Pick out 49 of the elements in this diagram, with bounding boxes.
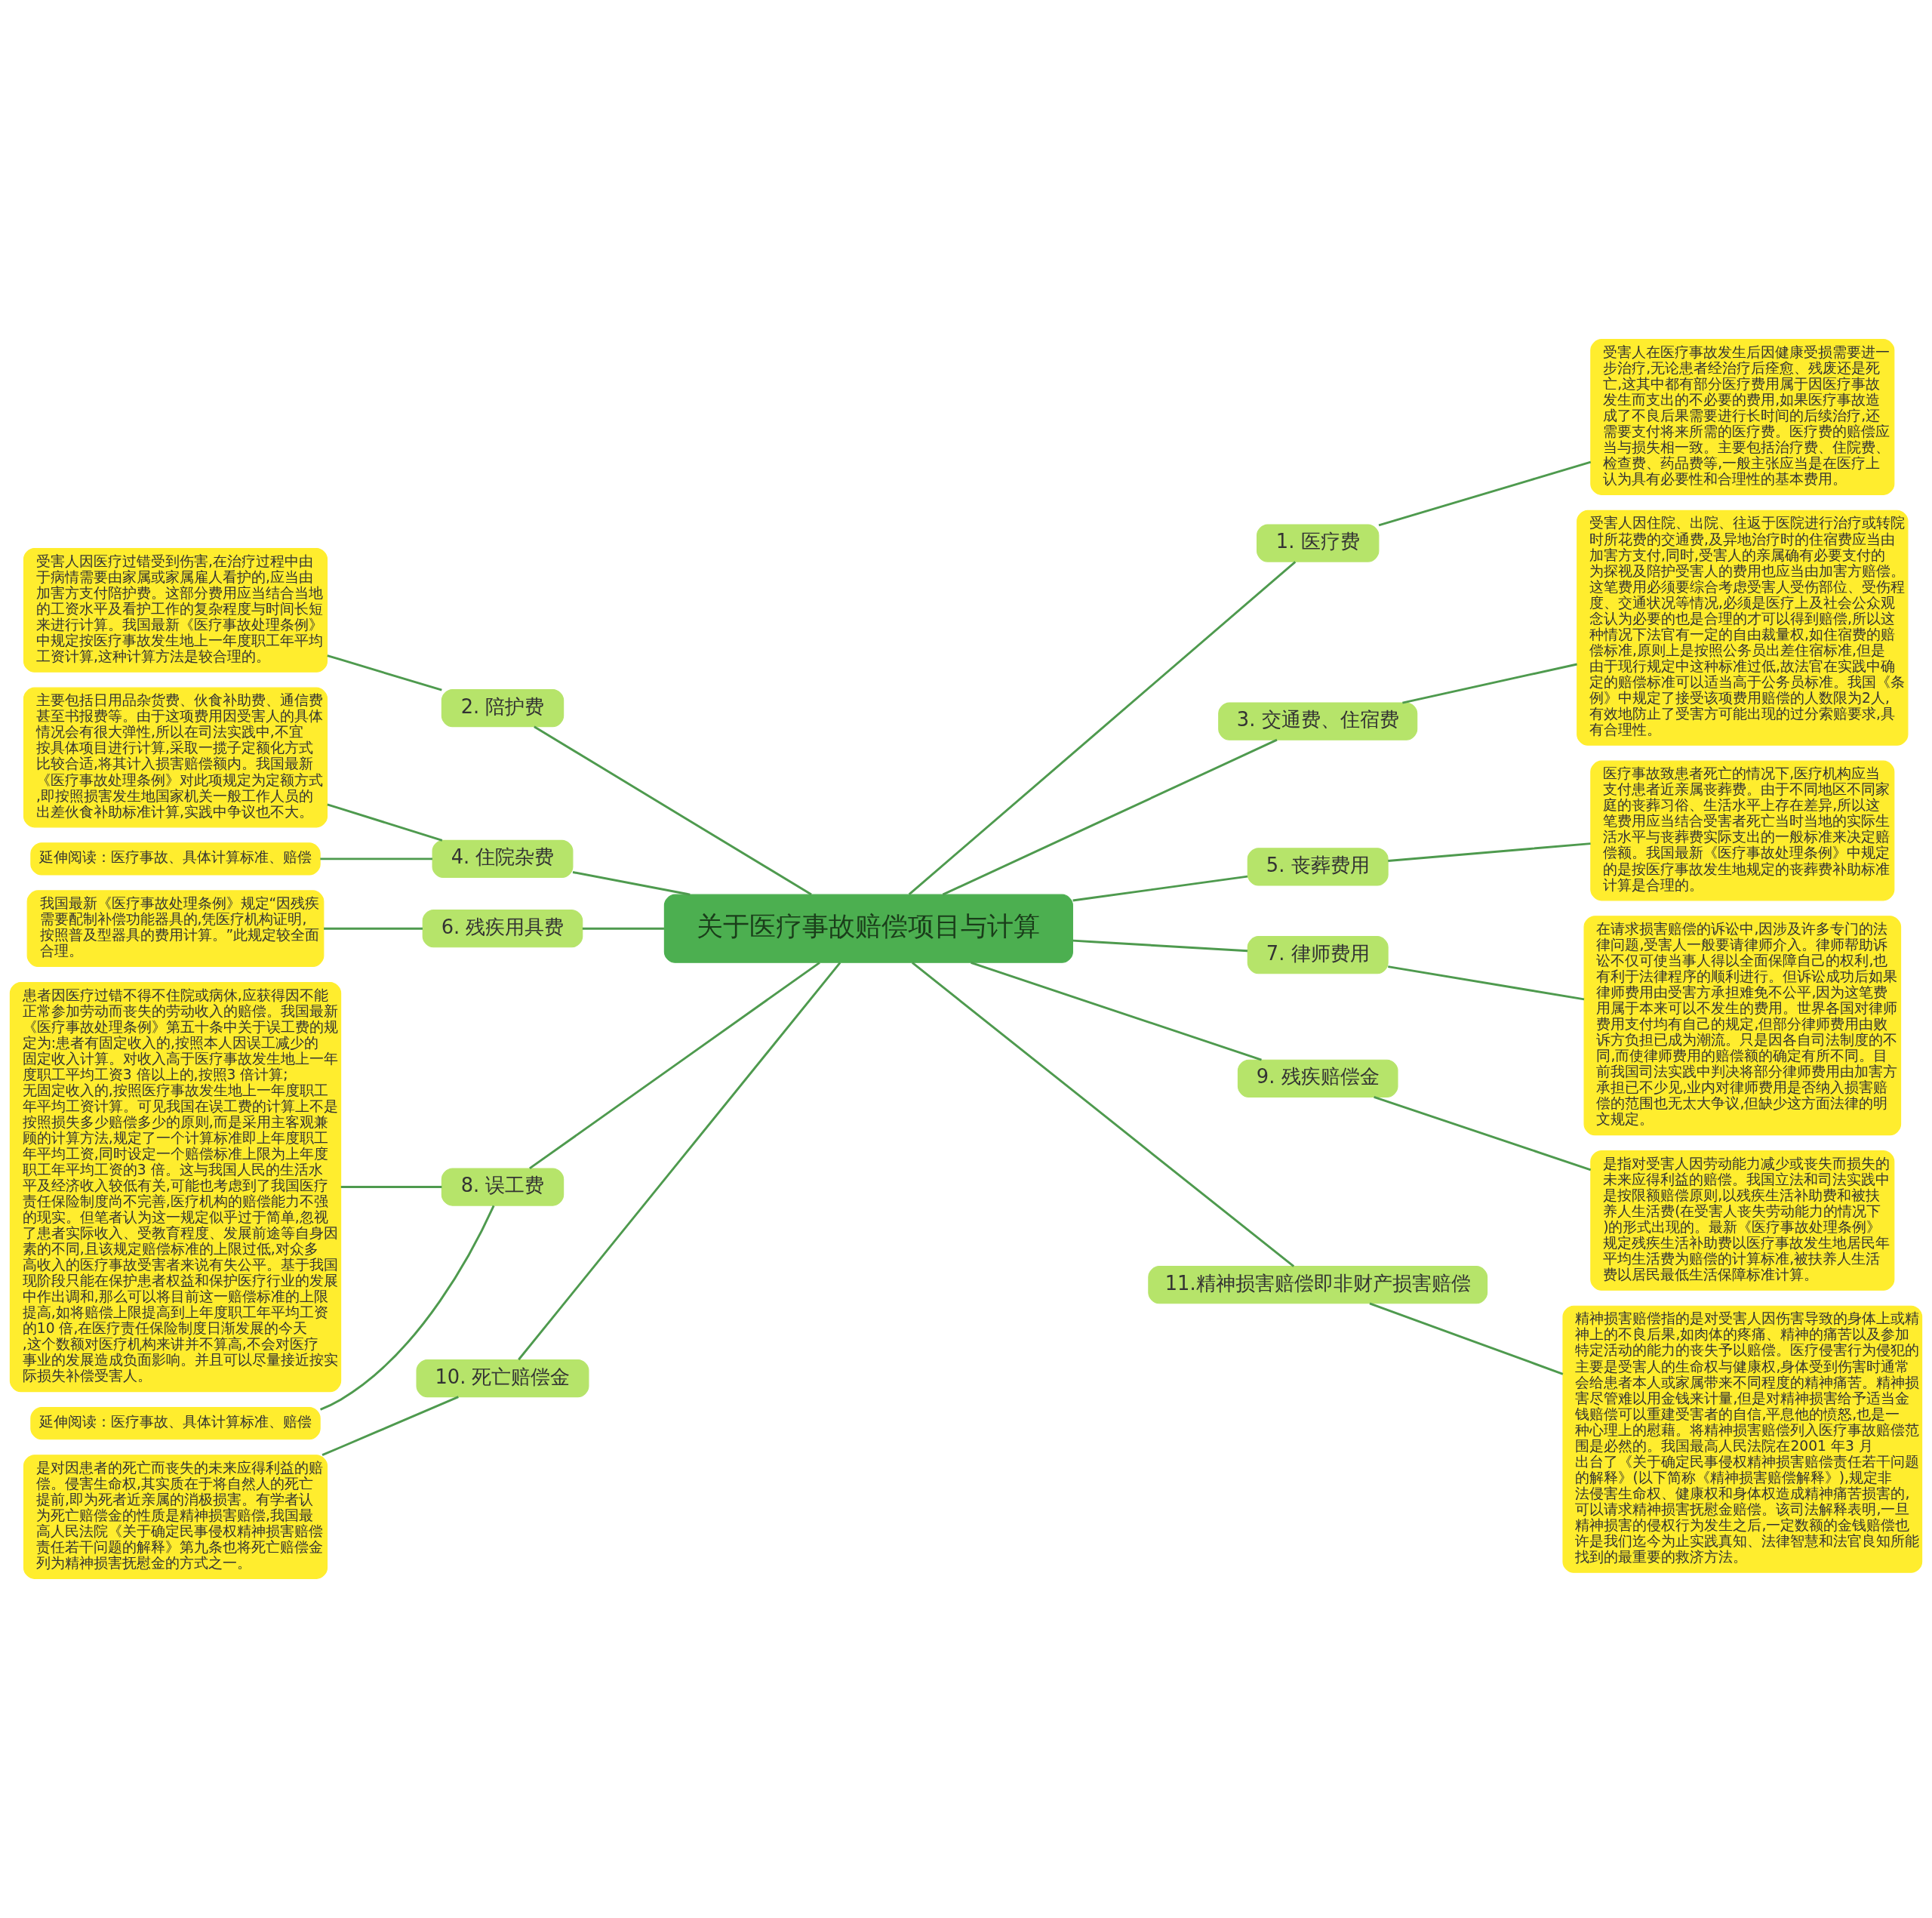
connector: [534, 725, 812, 896]
node-box: 患者因医疗过错不得不住院或病休,应获得因不能正常参加劳动而丧失的劳动收入的赔偿。我国最新《医疗事故处理条例》第五十条中关于误工费的规定为:患者有固定收入的,按照本人因误工减少的固定收入计算。对收入高于医疗事故发生地上一年度职工平均工资3 倍以上的,按照3 倍计算;无固定收入的,按照医疗事故发生地上一年度职工年平均工资计算。可见我国在误工费的计算上不是按照损失多少赔偿多少的原则,而是采用主客观兼顾的计算方法,规定了一个计算标准即上年度职工年平均工资,同时设定一个赔偿标准上限为上年度职工年平均工资的3 倍。这与我国人民的生活水平及经济收入较低有关,可能也考虑到了我国医疗责任保险制度尚不完善,医疗机构的赔偿能力不强的现实。但笔者认为这一规定似乎过于简单,忽视了患者实际收入、受教育程度、发展前途等自身因素的不同,且该规定赔偿标准的上限过低,对众多高收入的医疗事故受害者来说有失公平。基于我国现阶段只能在保护患者权益和保护医疗行业的发展中作出调和,那么可以将目前这一赔偿标准的上限提高,如将赔偿上限提高到上年度职工年平均工资的10 倍,在医疗责任保险制度日渐发展的今天,这个数额对医疗机构来讲并不算高,不会对医疗事业的发展造成负面影响。并且可以尽量接近按实际损失补偿受害人。: [9, 981, 342, 1393]
node-box: 受害人因医疗过错受到伤害,在治疗过程中由于病情需要由家属或家属雇人看护的,应当由加害方支付陪护费。这部分费用应当结合当地的工资水平及看护工作的复杂程度与时间长短来进行计算。我国最新《医疗事故处理条例》中规定按医疗事故发生地上一年度职工年平均工资计算,这种计算方法是较合理的。: [23, 548, 328, 673]
connector: [1402, 663, 1577, 704]
connector: [340, 1186, 442, 1188]
connector: [1374, 1096, 1592, 1171]
node-box: 受害人因住院、出院、往返于医院进行治疗或转院时所花费的交通费,及异地治疗时的住宿费应当由加害方支付,同时,受害人的亲属确有必要支付的为探视及陪护受害人的费用也应当由加害方赔偿。这笔费用必须要综合考虑受害人受伤部位、受伤程度、交通状况等情况,必须是医疗上及社会公众观念认为必要的也是合理的才可以得到赔偿,所以这种情况下法官有一定的自由裁量权,如住宿费的赔偿标准,原则上是按照公务员出差住宿标准,但是由于现行规定中这种标准过低,故法官在实践中确定的赔偿标准可以适当高于公务员标准。我国《条例》中规定了接受该项费用赔偿的人数限为2人,有效地防止了受害方可能出现的过分索赔要求,具有合理性。: [1577, 510, 1909, 746]
node-box: 延伸阅读：医疗事故、具体计算标准、赔偿: [30, 842, 321, 876]
connector: [327, 803, 443, 842]
node-box: 10. 死亡赔偿金: [416, 1359, 589, 1398]
node-box: 5. 丧葬费用: [1247, 848, 1389, 886]
connector: [1369, 1302, 1564, 1375]
connector: [1388, 842, 1591, 862]
node-box: 延伸阅读：医疗事故、具体计算标准、赔偿: [30, 1407, 321, 1440]
node-box: 是指对受害人因劳动能力减少或丧失而损失的未来应得利益的赔偿。我国立法和司法实践中是按限额赔偿原则,以残疾生活补助费和被扶养人生活费(在受害人丧失劳动能力的情况下)的形式出现的。最新《医疗事故处理条例》规定残疾生活补助费以医疗事故发生地居民年平均生活费为赔偿的计算标准,被扶养人生活费以居民最低生活保障标准计算。: [1590, 1150, 1895, 1291]
connector: [1072, 939, 1248, 953]
connector: [320, 1205, 495, 1411]
connector: [908, 561, 1297, 895]
connector: [912, 962, 1295, 1267]
connector: [582, 927, 664, 930]
connector: [572, 871, 691, 896]
node-box: 精神损害赔偿指的是对受害人因伤害导致的身体上或精神上的不良后果,如肉体的疼痛、精神的痛苦以及参加特定活动的能力的丧失予以赔偿。医疗侵害行为侵犯的主要是受害人的生命权与健康权,身体受到伤害时通常会给患者本人或家属带来不同程度的精神痛苦。精神损害尽管难以用金钱来计量,但是对精神损害给予适当金钱赔偿可以重建受害者的自信,平息他的愤怒,也是一种心理上的慰藉。将精神损害赔偿列入医疗事故赔偿范围是必然的。我国最高人民法院在2001 年3 月出台了《关于确定民事侵权精神损害赔偿责任若干问题的解释》(以下简称《精神损害赔偿解释》),规定非法侵害生命权、健康权和身体权造成精神痛苦损害的,可以请求精神损害抚慰金赔偿。该司法解释表明,一旦精神损害的侵权行为发生之后,一定数额的金钱赔偿也许是我们迄今为止实践真知、法律智慧和法官良知所能找到的最重要的救济方法。: [1562, 1305, 1923, 1573]
node-box: 4. 住院杂费: [432, 839, 574, 878]
connector: [324, 927, 423, 930]
node-box: 8. 误工费: [441, 1168, 565, 1206]
connector: [1072, 875, 1248, 902]
connector: [942, 738, 1278, 896]
node-box: 3. 交通费、住宿费: [1218, 702, 1418, 740]
node-box: 主要包括日用品杂货费、伙食补助费、通信费甚至书报费等。由于这项费用因受害人的具体情况会有很大弹性,所以在司法实践中,不宜按具体项目进行计算,采取一揽子定额化方式比较合适,将其计入损害赔偿额内。我国最新《医疗事故处理条例》对此项规定为定额方式,即按照损害发生地国家机关一般工作人员的出差伙食补助标准计算,实践中争议也不大。: [23, 687, 328, 828]
node-box: 医疗事故致患者死亡的情况下,医疗机构应当支付患者近亲属丧葬费。由于不同地区不同家庭的丧葬习俗、生活水平上存在差异,所以这笔费用应当结合受害者死亡当时当地的实际生活水平与丧葬费实际支出的一般标准来决定赔偿额。我国最新《医疗事故处理条例》中规定的是按医疗事故发生地规定的丧葬费补助标准计算是合理的。: [1590, 760, 1895, 901]
connector: [327, 654, 442, 691]
connector: [971, 961, 1262, 1061]
connector: [1388, 965, 1585, 1001]
node-box: 6. 残疾用具费: [422, 910, 583, 948]
node-box: 2. 陪护费: [441, 688, 565, 728]
node-box: 关于医疗事故赔偿项目与计算: [663, 894, 1073, 963]
node-box: 我国最新《医疗事故处理条例》规定“因残疾需要配制补偿功能器具的,凭医疗机构证明,按照普及型器具的费用计算。”此规定较全面合理。: [26, 890, 325, 967]
node-box: 1. 医疗费: [1257, 524, 1380, 562]
node-box: 受害人在医疗事故发生后因健康受损需要进一步治疗,无论患者经治疗后痊愈、残废还是死亡,这其中都有部分医疗费用属于因医疗事故发生而支出的不必要的费用,如果医疗事故造成了不良后果需要进行长时间的后续治疗,还需要支付将来所需的医疗费。医疗费的赔偿应当与损失相一致。主要包括治疗费、住院费、检查费、药品费等,一般主张应当是在医疗上认为具有必要性和合理性的基本费用。: [1590, 339, 1895, 495]
connector: [1378, 460, 1592, 527]
connector: [321, 1396, 459, 1456]
node-box: 7. 律师费用: [1247, 936, 1389, 974]
node-box: 11.精神损害赔偿即非财产损害赔偿: [1148, 1266, 1488, 1304]
node-box: 在请求损害赔偿的诉讼中,因涉及许多专门的法律问题,受害人一般要请律师介入。律师帮助诉讼不仅可使当事人得以全面保障自己的权利,也有利于法律程序的顺利进行。但诉讼成功后如果律师费用由受害方承担难免不公平,因为这笔费用属于本来可以不发生的费用。世界各国对律师费用支付均有自己的规定,但部分律师费用由败诉方负担已成为潮流。只是因各自司法制度的不同,而使律师费用的赔偿额的确定有所不同。目前我国司法实践中判决将部分律师费用由加害方承担已不少见,业内对律师费用是否纳入损害赔偿的范围也无太大争议,但缺少这方面法律的明文规定。: [1583, 916, 1902, 1136]
node-box: 9. 残疾赔偿金: [1237, 1059, 1398, 1098]
connector: [320, 857, 432, 860]
connector: [518, 962, 841, 1361]
connector: [529, 962, 820, 1170]
node-box: 是对因患者的死亡而丧失的未来应得利益的赔偿。侵害生命权,其实质在于将自然人的死亡提前,即为死者近亲属的消极损害。有学者认为死亡赔偿金的性质是精神损害赔偿,我国最高人民法院《关于确定民事侵权精神损害赔偿责任若干问题的解释》第九条也将死亡赔偿金列为精神损害抚慰金的方式之一。: [23, 1455, 328, 1579]
